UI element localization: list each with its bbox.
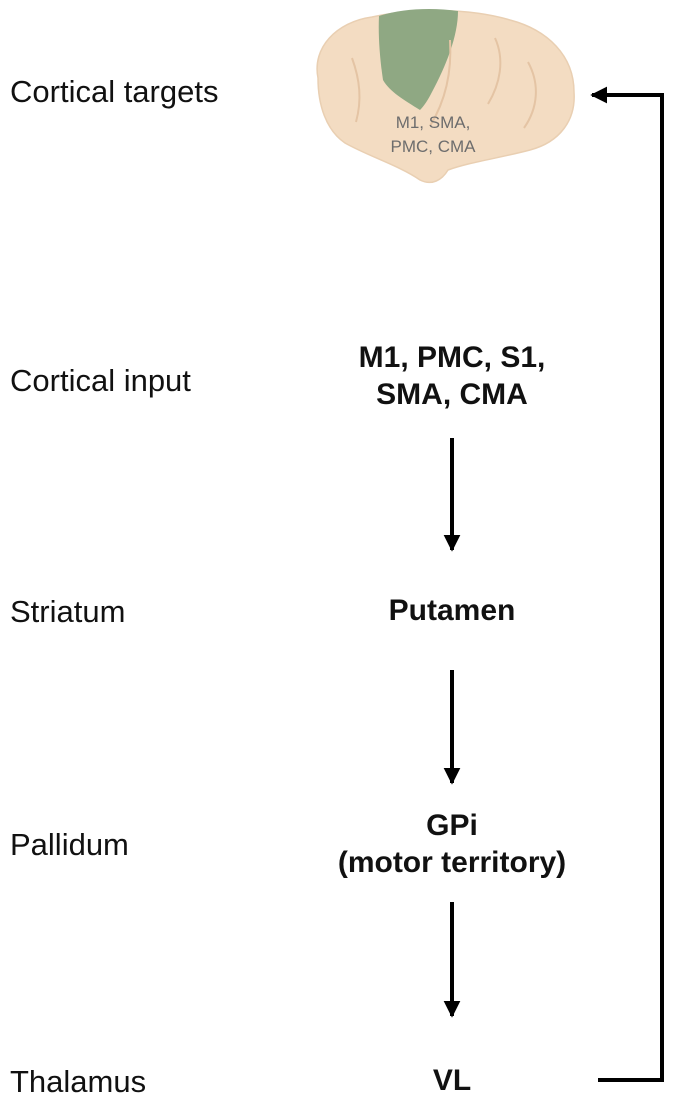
brain-sulcus (487, 37, 502, 105)
motor-area (378, 8, 458, 111)
brain-caption-line-2: PMC, CMA (391, 137, 477, 156)
node-cortical-input: M1, PMC, S1, SMA, CMA (359, 340, 546, 414)
level-label-thalamus: Thalamus (10, 1064, 147, 1099)
feedback-arrow-vl-to-cortex (590, 86, 664, 1082)
node-putamen-label: Putamen (388, 594, 516, 627)
brain-sulcus (429, 39, 452, 127)
node-vl: VL (433, 1063, 471, 1100)
node-gpi: GPi (motor territory) (338, 808, 566, 882)
level-label-cortical-input: Cortical input (10, 363, 191, 398)
brain-sulcus (351, 57, 361, 123)
node-putamen: Putamen (389, 593, 516, 630)
level-label-pallidum: Pallidum (10, 827, 129, 862)
node-gpi-sublabel: (motor territory) (337, 845, 567, 879)
brain-illustration: M1, SMA, PMC, CMA (316, 8, 575, 184)
node-vl-label: VL (432, 1064, 472, 1097)
level-label-cortical-targets: Cortical targets (10, 74, 219, 109)
level-label-striatum: Striatum (10, 594, 126, 629)
node-gpi-label: GPi (426, 809, 478, 842)
node-cortical-input-line-1: M1, PMC, S1, (358, 341, 546, 374)
brain-sulcus (523, 61, 537, 129)
node-cortical-input-line-2: SMA, CMA (376, 377, 528, 411)
brain-caption-line-1: M1, SMA, (396, 113, 471, 132)
